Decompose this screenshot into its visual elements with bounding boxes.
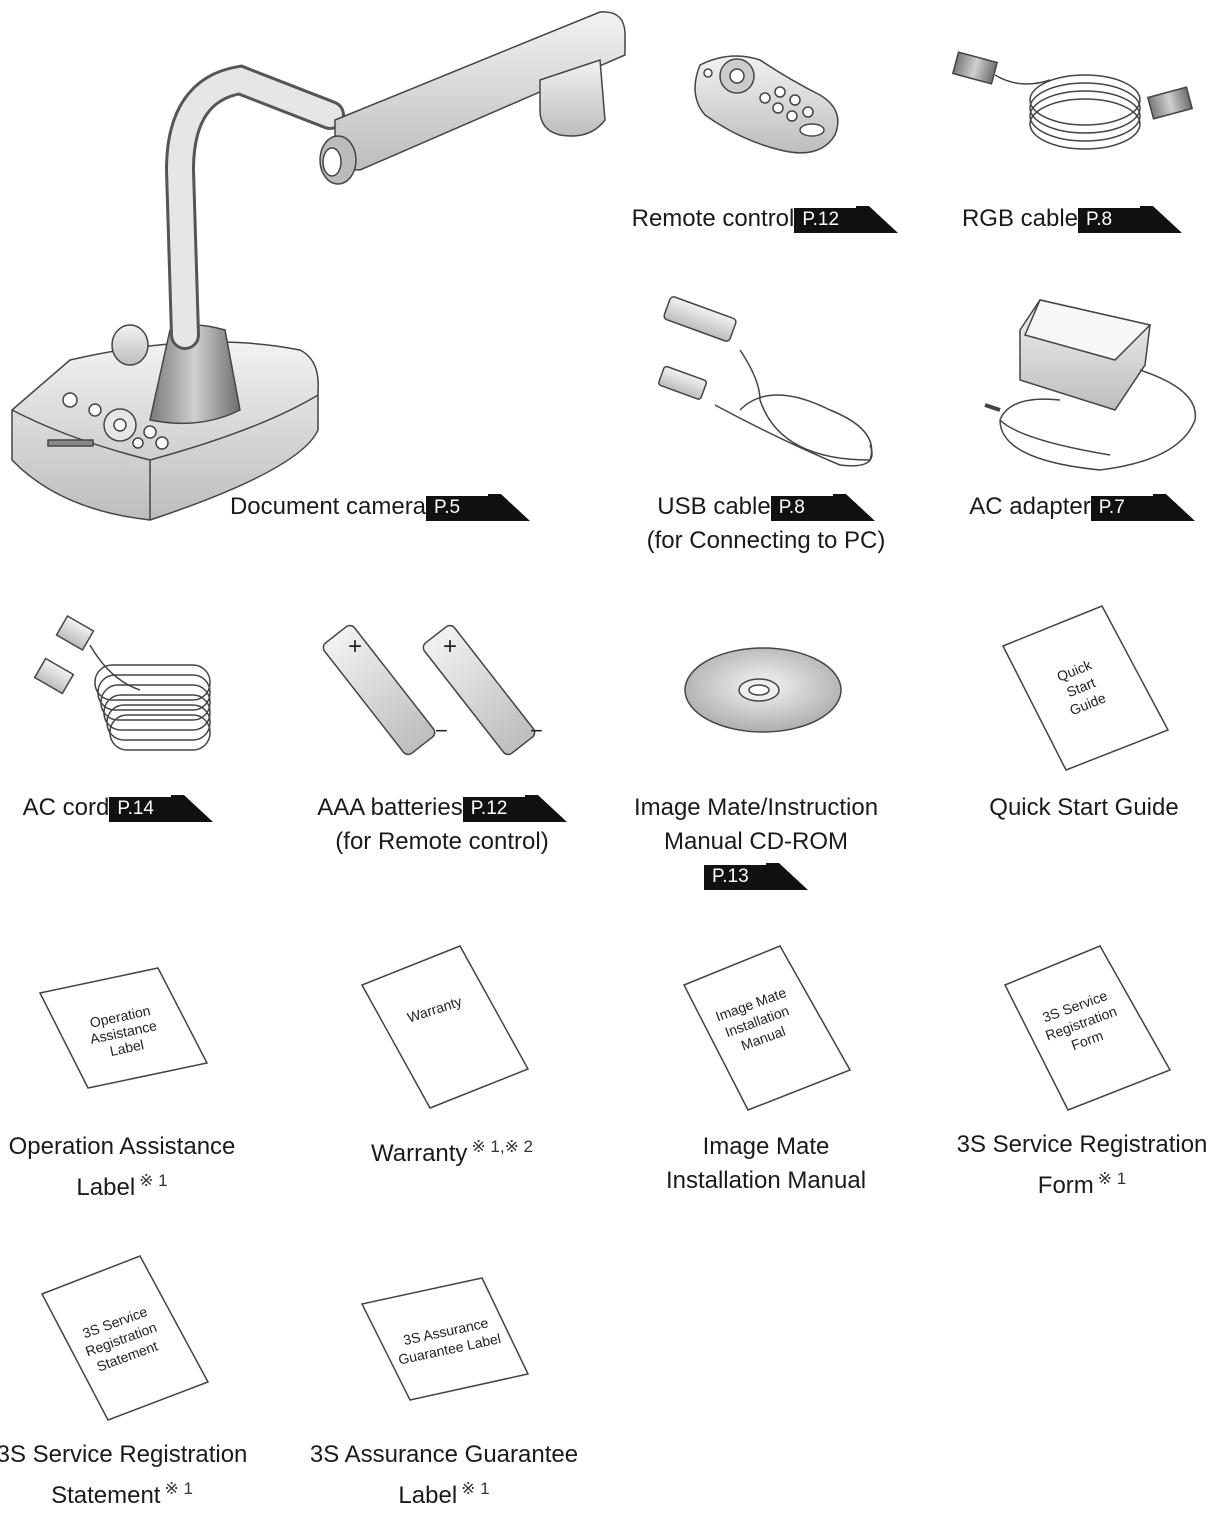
warranty-label-line: Warranty — [371, 1140, 467, 1167]
ac-adapter-page-ref: P.7 — [1091, 494, 1195, 521]
quick-start-guide-image: Quick Start Guide — [1003, 606, 1168, 770]
svg-text:+: + — [348, 633, 362, 660]
document-camera-page-ref: P.5 — [426, 494, 530, 521]
operation-assistance-label-note: ※ 1 — [139, 1171, 167, 1190]
installation-manual-image: Image Mate Installation Manual — [684, 946, 850, 1110]
ac-cord-label-line: AC cord — [23, 794, 110, 821]
cd-rom-image — [685, 648, 841, 732]
3s-service-registration-form-label-line: Form — [1038, 1172, 1094, 1199]
cd-rom-page-ref: P.13 — [704, 863, 808, 890]
guarantee-label-image: 3S Assurance Guarantee Label — [362, 1278, 528, 1400]
operation-assistance-label-image: Operation Assistance Label — [40, 968, 207, 1088]
rgb-cable-label-line: RGB cable — [962, 205, 1078, 232]
document-camera-label-line: Document camera — [230, 493, 426, 520]
ac-adapter-image — [985, 300, 1195, 470]
aaa-batteries-image: + + − − — [321, 623, 543, 757]
aaa-batteries-label-line: AAA batteries — [317, 794, 462, 821]
3s-service-registration-form-label-line: 3S Service Registration — [957, 1131, 1208, 1158]
ac-cord-page-ref: P.14 — [109, 795, 213, 822]
3s-service-registration-statement-note: ※ 1 — [164, 1479, 192, 1498]
remote-control-image — [695, 56, 838, 153]
svg-text:+: + — [443, 633, 457, 660]
usb-cable-page-ref: P.8 — [771, 494, 875, 521]
ac-cord-image — [35, 616, 210, 750]
usb-cable-label-line: USB cable — [657, 493, 770, 520]
quick-start-guide-label-line: Quick Start Guide — [989, 794, 1178, 821]
svg-text:−: − — [530, 718, 543, 743]
3s-assurance-guarantee-label-label-line: Label — [398, 1482, 457, 1509]
cd-rom-label-line: Manual CD-ROM — [664, 828, 848, 855]
3s-service-registration-form-note: ※ 1 — [1098, 1169, 1126, 1188]
3s-service-registration-statement-label-line: 3S Service Registration — [0, 1441, 247, 1468]
remote-control-label-line: Remote control — [632, 205, 795, 232]
operation-assistance-label-label-line: Label — [76, 1174, 135, 1201]
svg-text:−: − — [435, 718, 448, 743]
operation-assistance-label-label-line: Operation Assistance — [9, 1133, 236, 1160]
rgb-cable-page-ref: P.8 — [1078, 206, 1182, 233]
warranty-note: ※ 1,※ 2 — [471, 1137, 533, 1156]
usb-cable-image — [658, 296, 872, 466]
image-mate-installation-manual-label-line: Installation Manual — [666, 1167, 866, 1194]
cd-rom-label-line: Image Mate/Instruction — [634, 794, 878, 821]
warranty-image: Warranty — [362, 946, 528, 1108]
image-mate-installation-manual-label-line: Image Mate — [703, 1133, 830, 1160]
3s-assurance-guarantee-label-label-line: 3S Assurance Guarantee — [310, 1441, 578, 1468]
document-camera-image — [12, 12, 625, 520]
rgb-cable-image — [953, 52, 1192, 149]
usb-cable-label-line: (for Connecting to PC) — [647, 527, 886, 554]
registration-statement-image: 3S Service Registration Statement — [42, 1256, 208, 1420]
3s-service-registration-statement-label-line: Statement — [51, 1482, 160, 1509]
quick-start-guide-label: Quick Start Guide — [874, 791, 1209, 825]
aaa-batteries-label-line: (for Remote control) — [335, 828, 548, 855]
registration-form-image: 3S Service Registration Form — [1005, 946, 1170, 1110]
3s-assurance-guarantee-label-note: ※ 1 — [461, 1479, 489, 1498]
ac-adapter-label-line: AC adapter — [969, 493, 1090, 520]
